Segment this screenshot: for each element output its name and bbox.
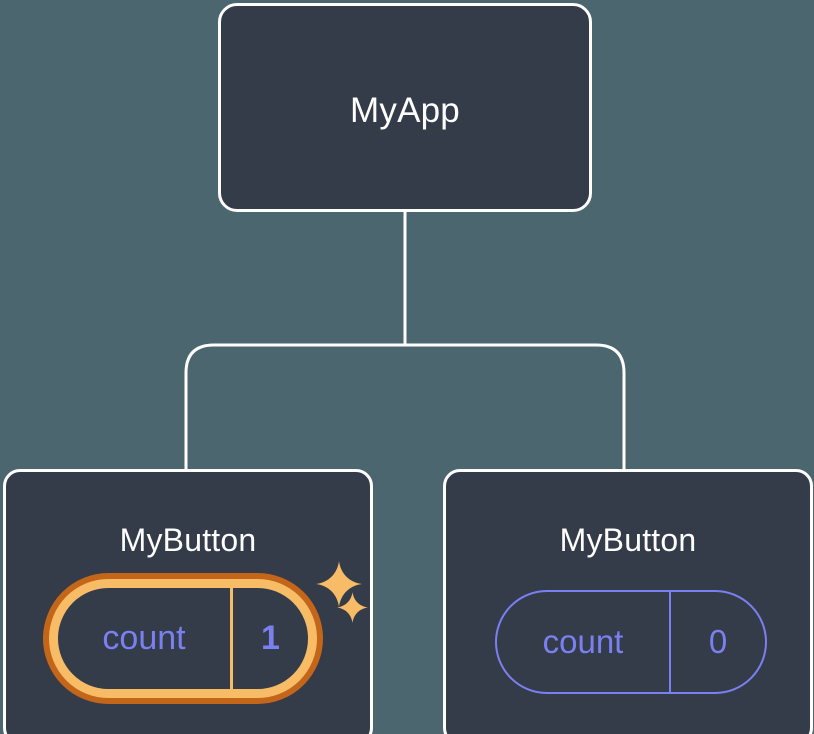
node-card-myapp[interactable]: MyApp xyxy=(218,3,592,212)
state-pill-divider-right xyxy=(669,592,671,692)
node-title-mybutton-right: MyButton xyxy=(559,522,697,558)
state-pill-inner-ring xyxy=(49,579,317,698)
connector-branch-bar xyxy=(184,343,626,469)
state-value-label-left: 1 xyxy=(261,619,280,657)
node-title-mybutton-left: MyButton xyxy=(119,522,257,558)
state-pill-divider-left xyxy=(230,588,233,689)
state-pill-count-right[interactable]: count 0 xyxy=(495,590,767,694)
state-pill-count-left[interactable]: count 1 xyxy=(43,573,323,704)
state-key-label-right: count xyxy=(542,623,624,660)
node-title-myapp: MyApp xyxy=(350,91,460,130)
node-card-mybutton-right[interactable]: MyButton count 0 xyxy=(443,469,813,734)
sparkle-small-icon xyxy=(337,592,368,623)
state-pill-content: count 1 xyxy=(58,588,308,689)
state-value-label-right: 0 xyxy=(708,623,728,660)
state-key-label-left: count xyxy=(102,619,186,657)
sparkle-large-icon xyxy=(316,561,362,607)
